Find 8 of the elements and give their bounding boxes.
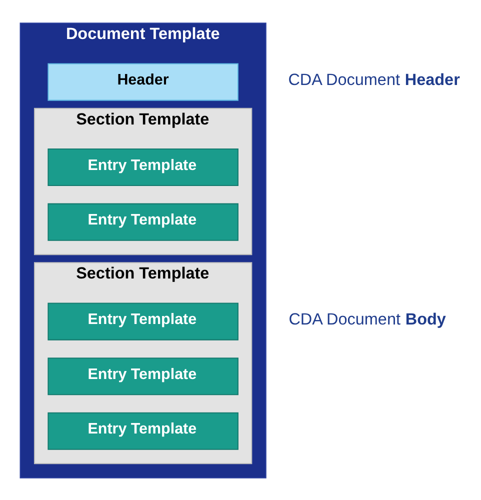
label: CDA Document Header [288,70,460,88]
node-box: Entry Template [48,148,238,186]
node-box: Entry Template [48,357,238,395]
label: CDA Document Body [288,310,446,328]
node-box: Entry Template [48,202,238,240]
node-box: Entry Template [48,412,238,450]
node-box: Header [48,62,238,100]
node-box: Entry Template [48,302,238,340]
